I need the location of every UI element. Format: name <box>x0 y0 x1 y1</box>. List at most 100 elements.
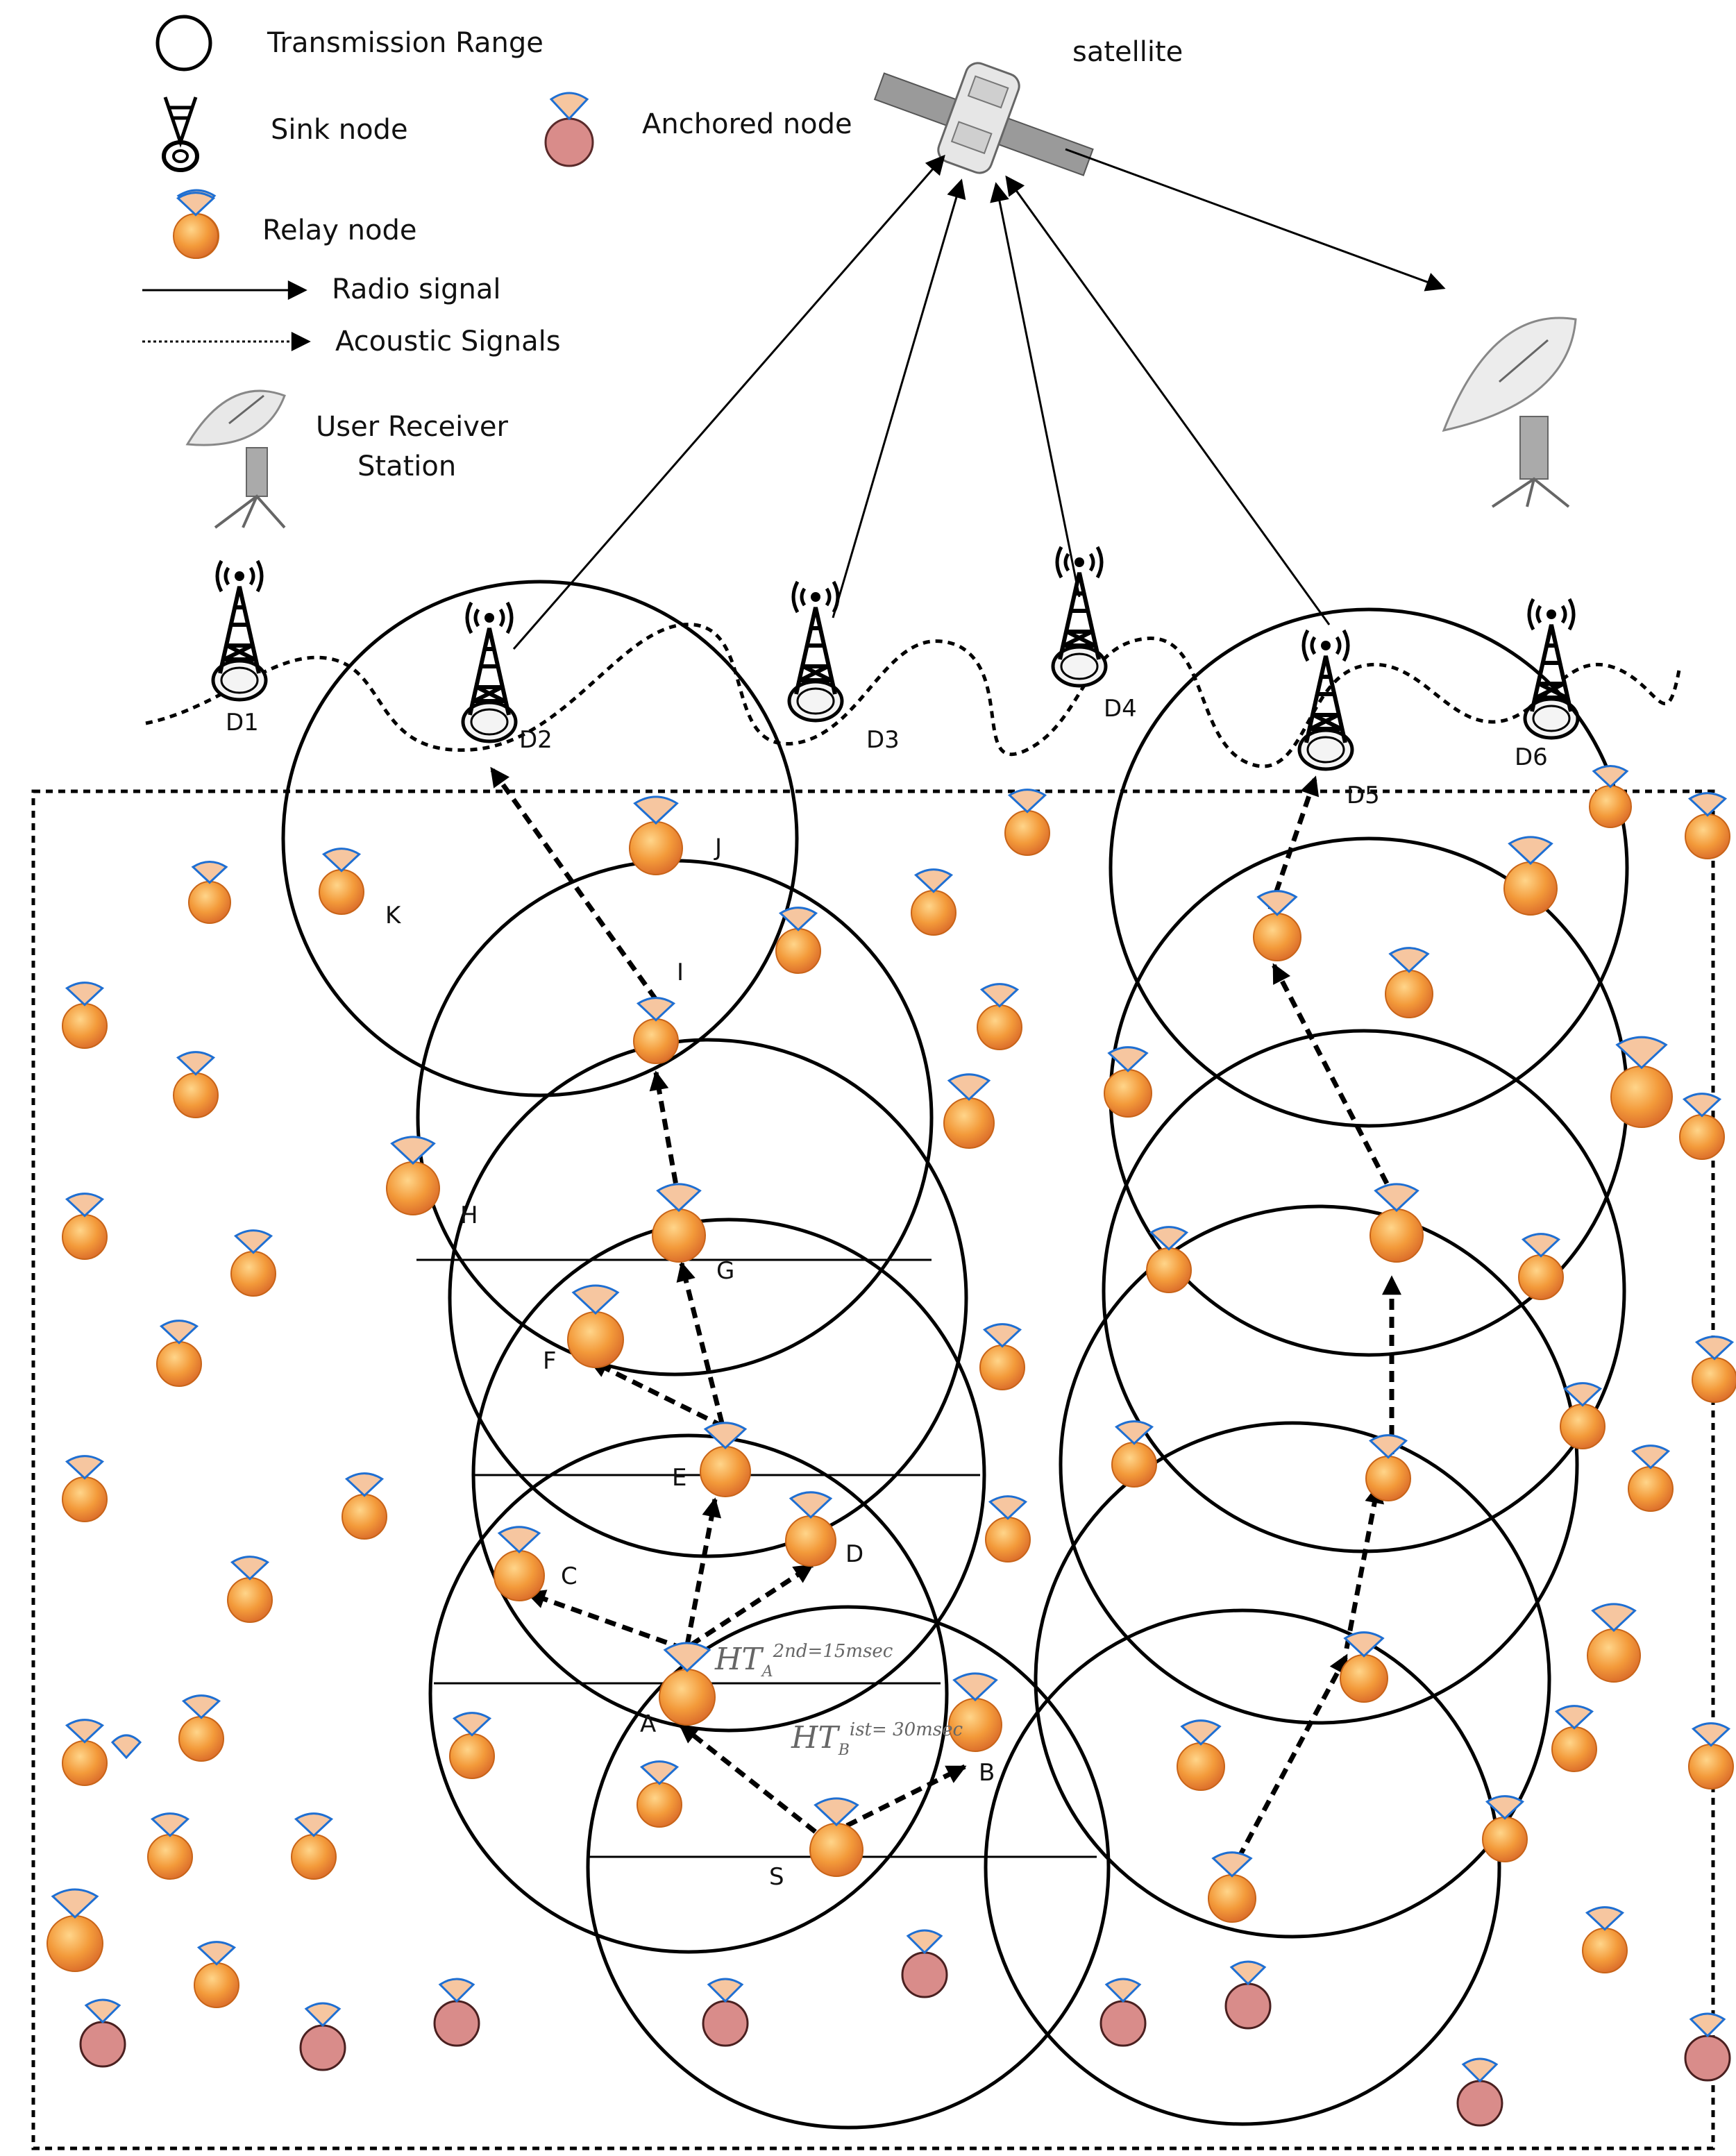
acoustic-forward-arrow <box>588 1358 725 1429</box>
anchored-node <box>79 1998 126 2068</box>
node-label-j: J <box>714 834 722 861</box>
node-label-b: B <box>979 1759 995 1787</box>
relay-node <box>1679 1093 1725 1160</box>
acoustic-forward-arrow <box>845 1764 967 1828</box>
relay-node <box>1628 1445 1674 1512</box>
holding-time-a-sup: 2nd <box>773 1641 808 1662</box>
relay-node <box>629 795 683 875</box>
relay-node <box>156 1320 202 1387</box>
sink-label-d2: D2 <box>519 726 553 754</box>
relay-node <box>637 1760 682 1828</box>
legend-transmission-range-label: Transmission Range <box>267 27 543 59</box>
user-receiver-label-line1: User Receiver <box>316 411 508 443</box>
relay-node <box>1685 792 1730 859</box>
relay-node <box>1582 1906 1628 1973</box>
relay-node <box>1692 1336 1736 1403</box>
relay-node <box>775 907 821 974</box>
relay-node <box>1370 1183 1424 1263</box>
transmission-range-circle <box>1109 607 1629 1128</box>
node-label-h: H <box>460 1202 478 1229</box>
legend-anchored-node-text: Anchored node <box>642 108 852 140</box>
node-label-k: K <box>385 902 402 929</box>
relay-node <box>977 983 1022 1050</box>
anchored-node <box>702 1978 749 2047</box>
relay-node <box>785 1491 836 1567</box>
satellite-dish-icon <box>1442 317 1577 508</box>
deployment-region <box>31 789 1715 2150</box>
anchored-node <box>1099 1978 1147 2047</box>
anchored-node-legend-icon <box>544 92 594 167</box>
transmission-range-circle <box>1034 1421 1551 1939</box>
radio-signal-d5-satellite <box>1005 175 1331 625</box>
node-label-i: I <box>677 959 684 986</box>
transmission-range-circle <box>586 1605 1111 2130</box>
relay-node <box>1340 1631 1388 1703</box>
relay-node <box>227 1556 273 1623</box>
sink-label-d3: D3 <box>866 726 900 754</box>
relay-node <box>230 1229 276 1297</box>
holding-time-b-sup: ist <box>850 1719 873 1740</box>
relay-node <box>943 1073 995 1149</box>
relay-node <box>1111 1420 1157 1488</box>
relay-node <box>809 1797 863 1877</box>
relay-node <box>1560 1382 1606 1449</box>
relay-node <box>985 1495 1031 1563</box>
holding-time-b-base: HT <box>791 1720 841 1755</box>
node-label-f: F <box>543 1347 557 1375</box>
node-label-d: D <box>845 1540 863 1568</box>
relay-node <box>494 1526 545 1601</box>
anchored-node <box>1224 1960 1272 2030</box>
relay-node <box>1587 1603 1641 1683</box>
holding-time-a-sub: A <box>761 1663 773 1681</box>
radio-tower-icon <box>211 559 268 702</box>
anchored-node <box>433 1978 480 2047</box>
sink-node-legend-icon <box>162 96 199 172</box>
relay-node <box>62 1719 108 1786</box>
relay-node <box>911 868 957 936</box>
relay-node <box>1104 1046 1152 1118</box>
relay-node <box>1518 1233 1564 1300</box>
acoustic-forward-arrow <box>1267 775 1320 911</box>
relay-node <box>62 1455 108 1522</box>
relay-node <box>291 1812 337 1880</box>
radio-tower-icon <box>1523 598 1580 740</box>
relay-node <box>1208 1851 1256 1923</box>
relay-node <box>386 1136 440 1215</box>
relay-node <box>1482 1795 1528 1862</box>
radio-tower-icon <box>1051 546 1108 688</box>
acoustic-forward-arrow <box>1227 1653 1349 1876</box>
node-label-a: A <box>640 1710 656 1738</box>
relay-node <box>319 848 364 915</box>
transmission-range-circle <box>1059 1204 1579 1725</box>
legend-anchored-node-label: Anchored node <box>642 108 852 140</box>
relay-node <box>652 1183 706 1263</box>
transmission-range-circle <box>281 580 799 1097</box>
relay-node <box>1688 1722 1734 1789</box>
radio-signal-d3-satellite <box>832 178 966 618</box>
radio-signal-satellite-dish <box>1065 148 1446 292</box>
sink-label-d4: D4 <box>1104 695 1137 723</box>
acoustic-forward-arrow <box>1344 1483 1385 1649</box>
holding-time-b-sub: B <box>838 1742 850 1759</box>
legend-acoustic-signals-label: Acoustic Signals <box>335 326 561 357</box>
relay-node <box>147 1812 193 1880</box>
relay-node <box>1253 890 1301 961</box>
acoustic-forward-arrow <box>678 1723 832 1845</box>
acoustic-forward-arrow <box>684 1497 722 1646</box>
radio-signal-d4-satellite <box>990 182 1081 598</box>
relay-node <box>1385 947 1433 1018</box>
node-label-g: G <box>716 1257 734 1285</box>
legend-relay-node-label: Relay node <box>262 214 416 246</box>
relay-node <box>700 1422 751 1497</box>
relay-node <box>173 1051 219 1118</box>
relay-node <box>1004 789 1050 856</box>
relay-node <box>178 1694 224 1762</box>
sink-label-d5: D5 <box>1347 782 1380 809</box>
user-receiver-label-line2: Station <box>357 450 456 482</box>
legend-radio-signal-label: Radio signal <box>332 273 500 305</box>
relay-wedge <box>110 1734 142 1760</box>
relay-node <box>1365 1434 1411 1501</box>
relay-node <box>633 997 679 1064</box>
relay-nodes <box>47 192 1736 2008</box>
relay-node <box>948 1672 1002 1752</box>
